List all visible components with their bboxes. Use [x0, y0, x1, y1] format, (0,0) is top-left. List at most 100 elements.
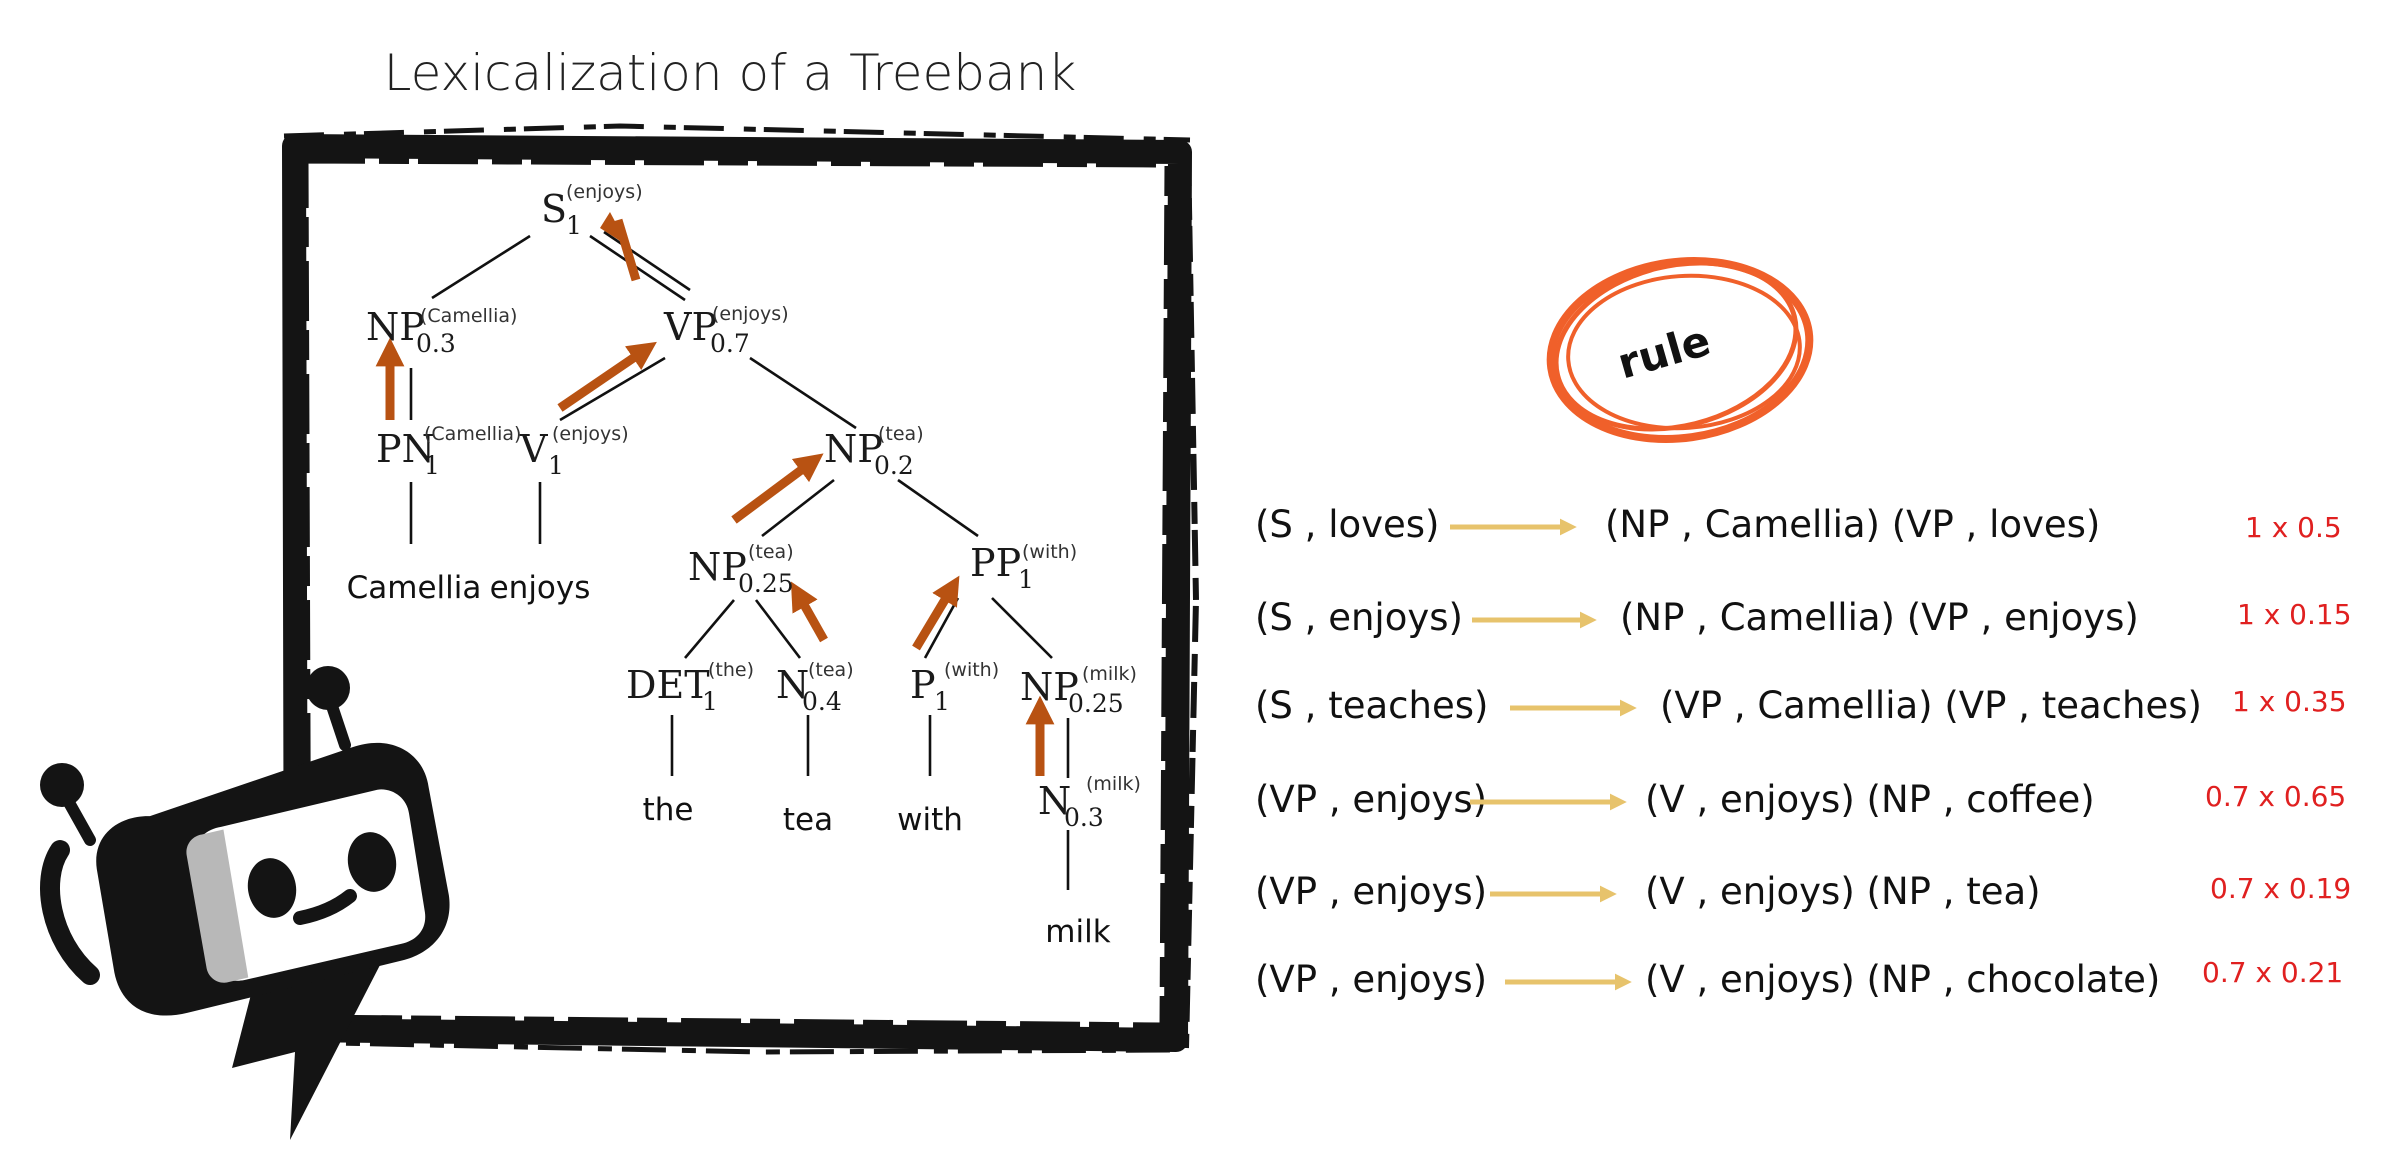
- node-subscript: 0.3: [1064, 803, 1104, 832]
- node-label: PN: [376, 427, 435, 471]
- diagram-title: Lexicalization of a Treebank: [384, 44, 1077, 102]
- word-tea: tea: [783, 802, 833, 838]
- node-head-word: (with): [1022, 541, 1077, 563]
- rule-rhs: (VP , Camellia) (VP , teaches): [1660, 684, 2202, 727]
- rule-probability: 0.7 x 0.21: [2202, 956, 2343, 989]
- edge-s-np: [431, 234, 531, 300]
- rule-probability: 1 x 0.15: [2237, 598, 2352, 631]
- node-head-word: (enjoys): [712, 303, 789, 325]
- word-the: the: [643, 792, 694, 828]
- rule-badge: rule: [1546, 256, 1814, 444]
- leaf-words: Camellia enjoys the tea with milk: [347, 570, 1111, 950]
- head-arrow-v-vp: [557, 341, 657, 412]
- node-label: NP: [824, 427, 883, 471]
- node-label: NP: [1020, 665, 1079, 709]
- node-pn: PN 1 (Camellia): [376, 423, 521, 480]
- node-label: PP: [970, 541, 1021, 585]
- rule-row: (VP , enjoys) (V , enjoys) (NP , tea) 0.…: [1255, 870, 2351, 913]
- node-s: S 1 (enjoys): [541, 181, 643, 240]
- node-np-tea-upper: NP 0.2 (tea): [824, 423, 924, 480]
- node-subscript: 1: [548, 451, 564, 480]
- node-subscript: 0.2: [874, 451, 914, 480]
- node-subscript: 1: [934, 687, 950, 716]
- robot-mascot-icon: [40, 666, 450, 1140]
- node-det: DET 1 (the): [626, 659, 754, 716]
- head-arrows: [375, 218, 1055, 776]
- node-label: NP: [688, 545, 747, 589]
- word-enjoys: enjoys: [490, 570, 591, 606]
- node-n-milk: N 0.3 (milk): [1038, 773, 1141, 832]
- rule-lhs: (VP , enjoys): [1255, 870, 1487, 913]
- edge-np-det: [684, 599, 735, 659]
- edge-s-vp-double: [603, 230, 691, 292]
- brush-frame: [282, 123, 1200, 1055]
- rule-probability: 0.7 x 0.19: [2210, 872, 2351, 905]
- node-label: V: [519, 427, 548, 471]
- rule-badge-label: rule: [1612, 316, 1715, 389]
- node-subscript: 0.3: [416, 329, 456, 358]
- node-label: VP: [663, 305, 717, 349]
- edge-pp-np: [991, 597, 1053, 659]
- node-head-word: (Camellia): [424, 423, 521, 445]
- edge-np-np: [761, 478, 835, 538]
- rule-lhs: (VP , enjoys): [1255, 778, 1487, 821]
- node-subscript: 0.4: [802, 687, 842, 716]
- edge-pp-p: [923, 597, 960, 659]
- node-head-word: (milk): [1082, 663, 1137, 685]
- rule-lhs: (S , teaches): [1255, 684, 1488, 727]
- node-n-tea: N 0.4 (tea): [776, 659, 854, 716]
- node-subscript: 0.25: [1068, 689, 1124, 718]
- node-subscript: 1: [566, 211, 582, 240]
- node-head-word: (Camellia): [420, 305, 517, 327]
- rule-rhs: (V , enjoys) (NP , chocolate): [1645, 958, 2160, 1001]
- node-subscript: 0.25: [738, 569, 794, 598]
- node-head-word: (tea): [878, 423, 924, 445]
- tree-edges: [409, 230, 1070, 890]
- tree-nodes: S 1 (enjoys) NP 0.3 (Camellia) VP 0.7 (e…: [366, 181, 1141, 832]
- head-arrow-vp-s: [613, 218, 641, 282]
- rule-row: (S , teaches) (VP , Camellia) (VP , teac…: [1255, 684, 2347, 727]
- rule-rhs: (NP , Camellia) (VP , enjoys): [1620, 596, 2139, 639]
- node-v: V 1 (enjoys): [519, 423, 629, 480]
- node-subscript: 1: [1018, 565, 1034, 594]
- node-head-word: (tea): [748, 541, 794, 563]
- rule-lhs: (S , loves): [1255, 503, 1440, 546]
- node-vp: VP 0.7 (enjoys): [663, 303, 789, 358]
- node-subscript: 1: [702, 687, 718, 716]
- node-label: S: [541, 187, 567, 231]
- node-np-camellia: NP 0.3 (Camellia): [366, 305, 517, 358]
- node-head-word: (the): [708, 659, 754, 681]
- head-arrow-p-pp: [912, 575, 960, 651]
- node-subscript: 1: [424, 451, 440, 480]
- edge-np-n: [754, 599, 802, 659]
- rule-probability: 1 x 0.5: [2245, 511, 2342, 544]
- node-np-tea-lower: NP 0.25 (tea): [688, 541, 794, 598]
- edge-s-vp: [589, 234, 686, 302]
- rule-row: (S , enjoys) (NP , Camellia) (VP , enjoy…: [1255, 596, 2352, 639]
- node-np-milk: NP 0.25 (milk): [1020, 663, 1137, 718]
- edge-vp-np: [749, 356, 857, 430]
- rule-probability: 1 x 0.35: [2232, 685, 2347, 718]
- rule-probability: 0.7 x 0.65: [2205, 780, 2346, 813]
- rule-rhs: (NP , Camellia) (VP , loves): [1605, 503, 2100, 546]
- rule-lhs: (S , enjoys): [1255, 596, 1463, 639]
- node-subscript: 0.7: [710, 329, 750, 358]
- node-label: DET: [626, 663, 710, 707]
- node-label: N: [776, 663, 809, 707]
- rule-row: (S , loves) (NP , Camellia) (VP , loves)…: [1255, 503, 2342, 546]
- node-label: P: [910, 663, 936, 707]
- edge-np-pp: [897, 478, 979, 538]
- node-head-word: (enjoys): [552, 423, 629, 445]
- node-head-word: (milk): [1086, 773, 1141, 795]
- head-arrow-n-np: [790, 581, 828, 643]
- word-camellia: Camellia: [347, 570, 482, 606]
- rules-list: (S , loves) (NP , Camellia) (VP , loves)…: [1255, 503, 2352, 1001]
- node-p: P 1 (with): [910, 659, 999, 716]
- rule-rhs: (V , enjoys) (NP , coffee): [1645, 778, 2095, 821]
- rule-rhs: (V , enjoys) (NP , tea): [1645, 870, 2041, 913]
- rule-lhs: (VP , enjoys): [1255, 958, 1487, 1001]
- head-arrow-s-tip: [600, 212, 628, 246]
- node-label: NP: [366, 305, 425, 349]
- word-with: with: [897, 802, 963, 838]
